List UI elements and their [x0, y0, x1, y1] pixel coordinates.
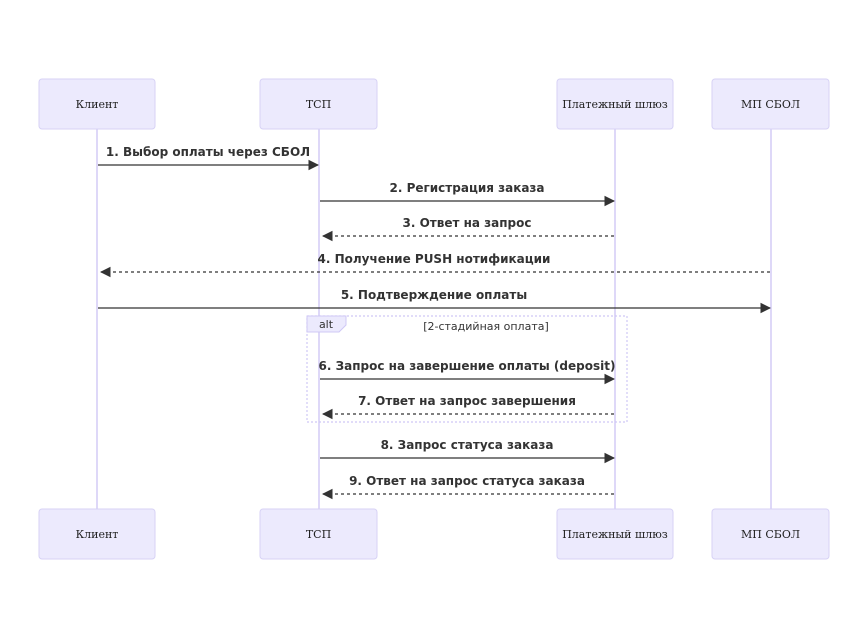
actor-label: Платежный шлюз — [562, 528, 668, 541]
actor-mp-top: МП СБОЛ — [711, 78, 830, 130]
actor-label: Клиент — [76, 98, 119, 111]
actor-box — [38, 508, 156, 560]
actor-box — [259, 508, 378, 560]
actor-client-top: Клиент — [38, 78, 156, 130]
actor-box — [556, 508, 674, 560]
message-label: 6. Запрос на завершение оплаты (deposit) — [319, 359, 616, 373]
alt-condition: [2-стадийная оплата] — [423, 320, 549, 333]
message-7: 7. Ответ на запрос завершения — [321, 394, 614, 420]
message-4: 4. Получение PUSH нотификации — [99, 252, 770, 278]
actor-box — [259, 78, 378, 130]
alt-tag-bg — [306, 315, 347, 333]
message-1: 1. Выбор оплаты через СБОЛ — [98, 145, 320, 171]
actor-tsp-top: ТСП — [259, 78, 378, 130]
message-label: 7. Ответ на запрос завершения — [358, 394, 576, 408]
message-9: 9. Ответ на запрос статуса заказа — [321, 474, 614, 500]
message-label: 4. Получение PUSH нотификации — [318, 252, 551, 266]
message-5: 5. Подтверждение оплаты — [98, 288, 772, 314]
message-label: 3. Ответ на запрос — [403, 216, 532, 230]
actor-tsp-bottom: ТСП — [259, 508, 378, 560]
message-2: 2. Регистрация заказа — [320, 181, 616, 207]
alt-tag: alt — [319, 318, 334, 331]
actor-gateway-top: Платежный шлюз — [556, 78, 674, 130]
actor-label: Клиент — [76, 528, 119, 541]
message-label: 9. Ответ на запрос статуса заказа — [349, 474, 585, 488]
alt-fragment: alt [2-стадийная оплата] — [306, 315, 628, 423]
actor-label: МП СБОЛ — [741, 528, 800, 541]
actor-label: ТСП — [306, 98, 331, 111]
message-label: 5. Подтверждение оплаты — [341, 288, 527, 302]
actor-box — [38, 78, 156, 130]
alt-frame — [306, 315, 628, 423]
message-label: 2. Регистрация заказа — [389, 181, 544, 195]
message-label: 1. Выбор оплаты через СБОЛ — [106, 145, 310, 159]
actor-gateway-bottom: Платежный шлюз — [556, 508, 674, 560]
actor-label: ТСП — [306, 528, 331, 541]
actor-label: Платежный шлюз — [562, 98, 668, 111]
message-3: 3. Ответ на запрос — [321, 216, 614, 242]
actor-box — [711, 508, 830, 560]
actor-mp-bottom: МП СБОЛ — [711, 508, 830, 560]
actor-box — [556, 78, 674, 130]
actor-client-bottom: Клиент — [38, 508, 156, 560]
message-6: 6. Запрос на завершение оплаты (deposit) — [319, 359, 616, 385]
actor-label: МП СБОЛ — [741, 98, 800, 111]
message-label: 8. Запрос статуса заказа — [381, 438, 554, 452]
message-8: 8. Запрос статуса заказа — [320, 438, 616, 464]
actor-box — [711, 78, 830, 130]
